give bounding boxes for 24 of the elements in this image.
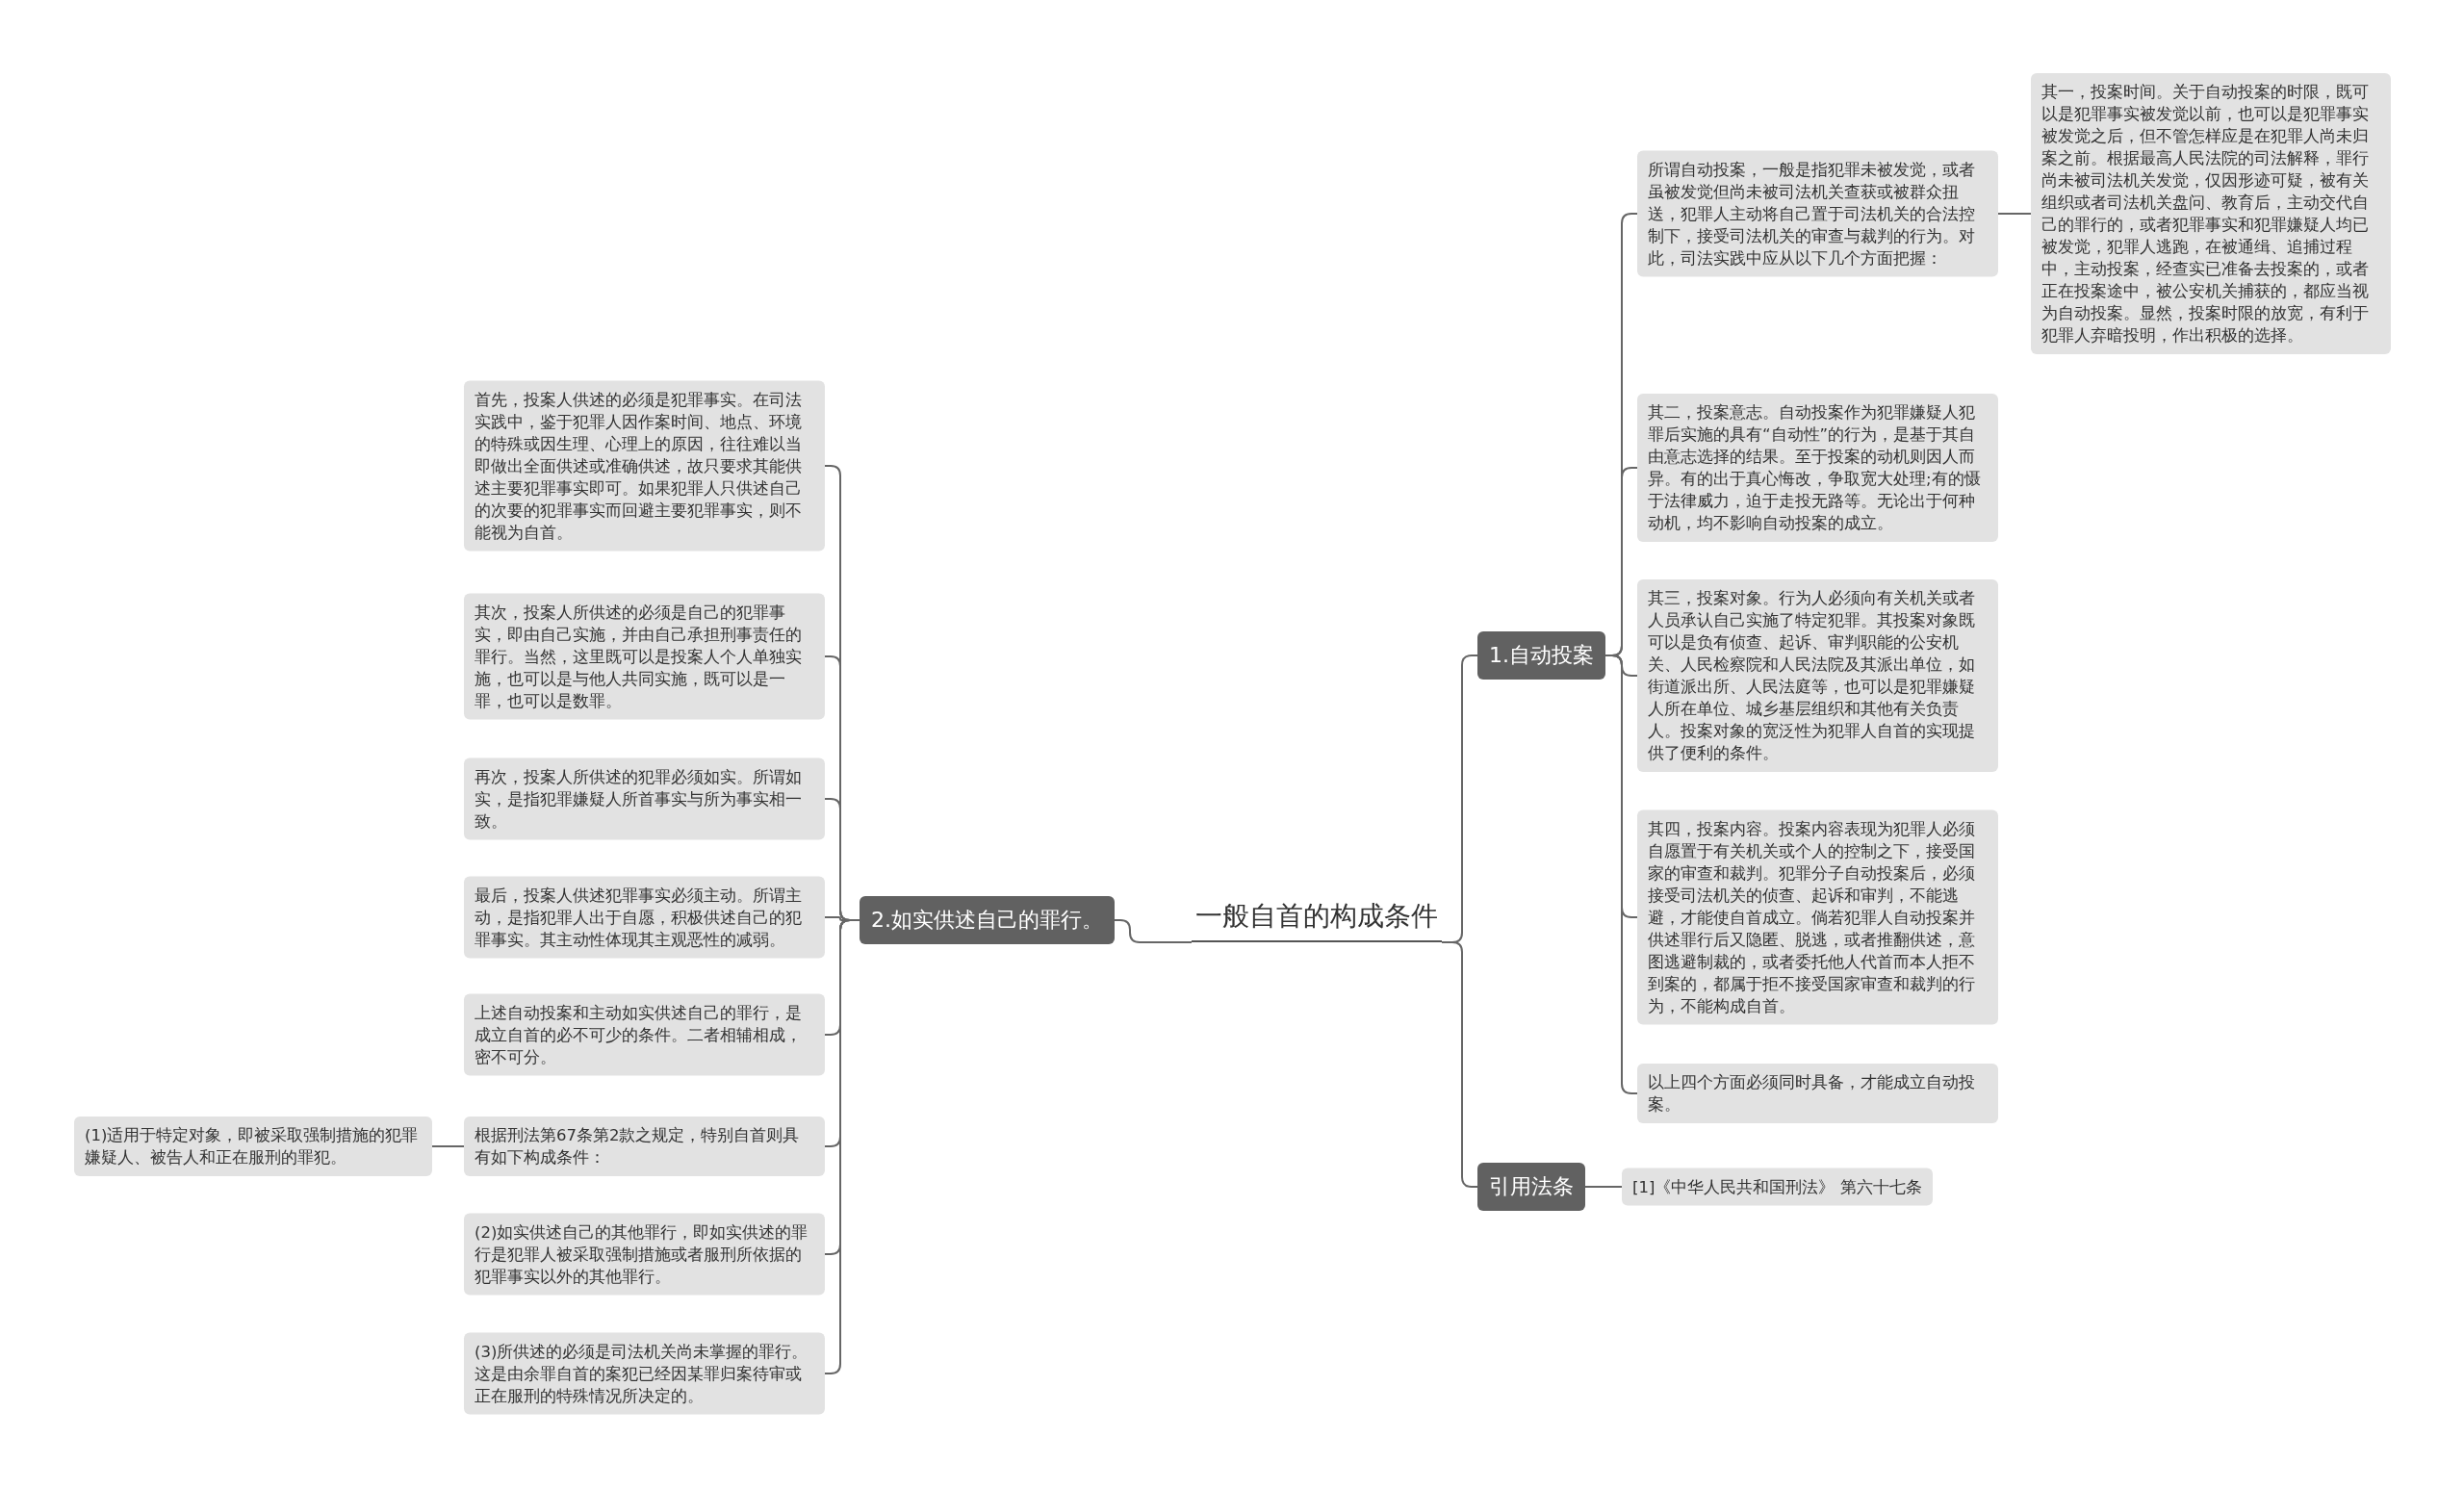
connector-line xyxy=(431,1145,465,1147)
text-card: 其一，投案时间。关于自动投案的时限，既可以是犯罪事实被发觉以前，也可以是犯罪事实被发觉之后，但不管怎样应是在犯罪人尚未归案之前。根据最高人民法院的司法解释，罪行尚未被司法机关发觉，仅因形迹可疑，被有关组织或者司法机关盘问、教育后，主动交代自己的罪行的，或者犯罪事实和犯罪嫌疑人均已被发觉，犯罪人逃跑，在被通缉、追捕过程中，主动投案，经查实已准备去投案的，或者正在投案途中，被公安机关捕获的，都应当视为自动投案。显然，投案时限的放宽，有利于犯罪人弃暗投明，作出积极的选择。 xyxy=(2031,73,2391,354)
text-card: 其次，投案人所供述的必须是自己的犯罪事实，即由自己实施，并由自己承担刑事责任的罪行。当然，这里既可以是投案人个人单独实施，也可以是与他人共同实施，既可以是一罪，也可以是数罪。 xyxy=(464,593,825,720)
text-card: [1]《中华人民共和国刑法》 第六十七条 xyxy=(1622,1168,1933,1206)
connector-line xyxy=(1584,1186,1623,1188)
text-card: 首先，投案人供述的必须是犯罪事实。在司法实践中，鉴于犯罪人因作案时间、地点、环境的特殊或因生理、心理上的原因，往往难以当即做出全面供述或准确供述，故只要求其能供述主要犯罪事实即可。如果犯罪人只供述自己的次要的犯罪事实而回避主要犯罪事实，则不能视为自首。 xyxy=(464,380,825,552)
text-card: 其三，投案对象。行为人必须向有关机关或者人员承认自己实施了特定犯罪。其投案对象既可以是负有侦查、起诉、审判职能的公安机关、人民检察院和人民法院及其派出单位，如街道派出所、人民法庭等，也可以是犯罪嫌疑人所在单位、城乡基层组织和其他有关负责人。投案对象的宽泛性为犯罪人自首的实现提供了便利的条件。 xyxy=(1637,579,1998,772)
topic-title: 一般自首的构成条件 xyxy=(1192,896,1442,942)
text-card: 最后，投案人供述犯罪事实必须主动。所谓主动，是指犯罪人出于自愿，积极供述自己的犯罪事实。其主动性体现其主观恶性的减弱。 xyxy=(464,876,825,959)
branch-box: 引用法条 xyxy=(1477,1163,1585,1211)
text-card: (1)适用于特定对象，即被采取强制措施的犯罪嫌疑人、被告人和正在服刑的罪犯。 xyxy=(74,1117,432,1176)
text-card: (2)如实供述自己的其他罪行，即如实供述的罪行是犯罪人被采取强制措施或者服刑所依据的犯罪事实以外的其他罪行。 xyxy=(464,1213,825,1296)
text-card: 再次，投案人所供述的犯罪必须如实。所谓如实，是指犯罪嫌疑人所首事实与所为事实相一致。 xyxy=(464,757,825,840)
text-card: (3)所供述的必须是司法机关尚未掌握的罪行。这是由余罪自首的案犯已经因某罪归案待审或正在服刑的特殊情况所决定的。 xyxy=(464,1332,825,1415)
connector-line xyxy=(1114,919,1193,943)
text-card: 其二，投案意志。自动投案作为犯罪嫌疑人犯罪后实施的具有“自动性”的行为，是基于其自由意志选择的结果。至于投案的动机则因人而异。有的出于真心悔改，争取宽大处理;有的慑于法律威力，迫于走投无路等。无论出于何种动机，均不影响自动投案的成立。 xyxy=(1637,394,1998,542)
branch-box: 2.如实供述自己的罪行。 xyxy=(860,896,1115,944)
text-card: 上述自动投案和主动如实供述自己的罪行，是成立自首的必不可少的条件。二者相辅相成，密不可分。 xyxy=(464,993,825,1076)
text-card: 以上四个方面必须同时具备，才能成立自动投案。 xyxy=(1637,1064,1998,1123)
text-card: 根据刑法第67条第2款之规定，特别自首则具有如下构成条件： xyxy=(464,1117,825,1176)
text-card: 其四，投案内容。投案内容表现为犯罪人必须自愿置于有关机关或个人的控制之下，接受国家的审查和裁判。犯罪分子自动投案后，必须接受司法机关的侦查、起诉和审判，不能逃避，才能使自首成立。倘若犯罪人自动投案并供述罪行后又隐匿、脱逃，或者推翻供述，意图逃避制裁的，或者委托他人代首而本人拒不到案的，都属于拒不接受国家审查和裁判的行为，不能构成自首。 xyxy=(1637,809,1998,1025)
branch-box: 1.自动投案 xyxy=(1477,631,1605,680)
text-card: 所谓自动投案，一般是指犯罪未被发觉，或者虽被发觉但尚未被司法机关查获或被群众扭送，犯罪人主动将自己置于司法机关的合法控制下，接受司法机关的审查与裁判的行为。对此，司法实践中应从以下几个方面把握： xyxy=(1637,150,1998,277)
connector-line xyxy=(1997,213,2032,215)
